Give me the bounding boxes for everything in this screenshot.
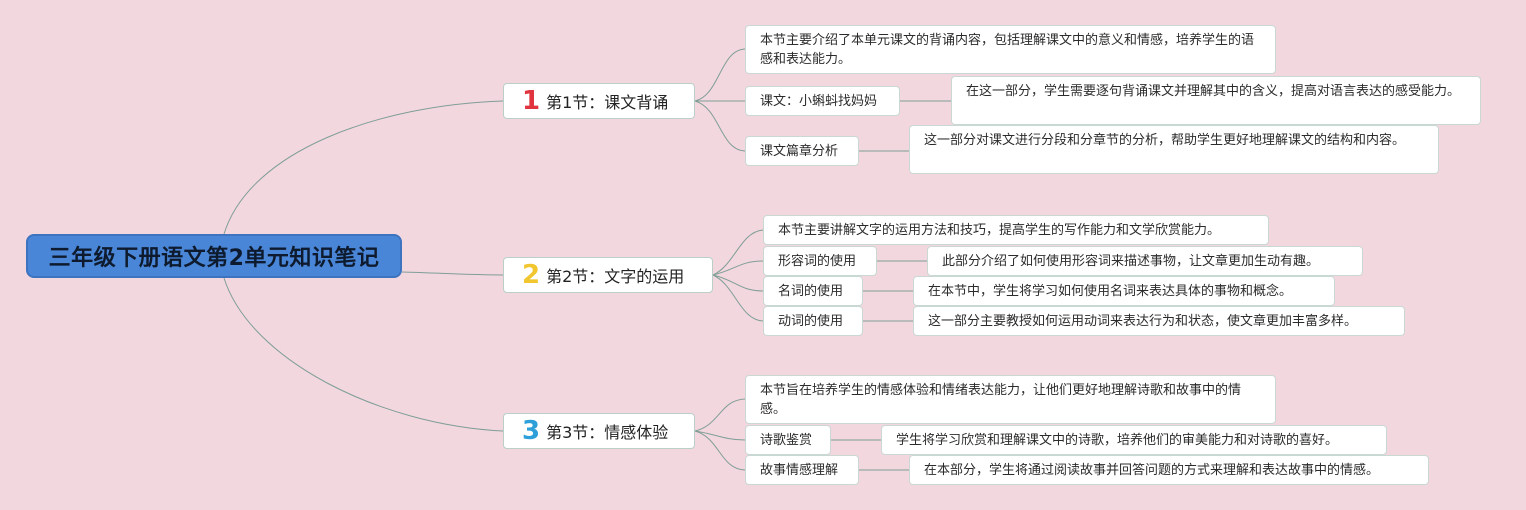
section-2-title: 第2节：文字的运用 bbox=[546, 267, 685, 286]
section-1-item-1-detail[interactable]: 在这一部分，学生需要逐句背诵课文并理解其中的含义，提高对语言表达的感受能力。 bbox=[951, 76, 1481, 125]
link-root-section-1 bbox=[223, 100, 504, 235]
section-3-item-2[interactable]: 故事情感理解 bbox=[745, 455, 859, 485]
link-s3-summary bbox=[694, 398, 746, 432]
section-1-item-1[interactable]: 课文：小蝌蚪找妈妈 bbox=[745, 86, 900, 116]
section-1-item-2-detail-text: 这一部分对课文进行分段和分章节的分析，帮助学生更好地理解课文的结构和内容。 bbox=[924, 133, 1406, 148]
section-number-3-icon: 3 bbox=[522, 416, 541, 446]
link-s1-summary bbox=[694, 48, 746, 102]
section-3-topic[interactable]: 3 第3节：情感体验 bbox=[503, 413, 695, 449]
link-root-section-3 bbox=[223, 277, 504, 432]
section-3-item-2-detail-text: 在本部分，学生将通过阅读故事并回答问题的方式来理解和表达故事中的情感。 bbox=[924, 462, 1380, 478]
section-1-item-2-label: 课文篇章分析 bbox=[760, 143, 839, 159]
section-2-summary-text: 本节主要讲解文字的运用方法和技巧，提高学生的写作能力和文学欣赏能力。 bbox=[778, 222, 1221, 238]
section-2-topic[interactable]: 2 第2节：文字的运用 bbox=[503, 257, 713, 293]
section-2-summary[interactable]: 本节主要讲解文字的运用方法和技巧，提高学生的写作能力和文学欣赏能力。 bbox=[763, 215, 1269, 245]
section-2-item-1-detail[interactable]: 此部分介绍了如何使用形容词来描述事物，让文章更加生动有趣。 bbox=[927, 246, 1363, 276]
section-2-item-2[interactable]: 名词的使用 bbox=[763, 276, 863, 306]
section-2-item-3-label: 动词的使用 bbox=[778, 313, 844, 329]
section-1-title: 第1节：课文背诵 bbox=[546, 93, 669, 112]
section-3-item-2-label: 故事情感理解 bbox=[760, 462, 839, 478]
section-2-item-2-label: 名词的使用 bbox=[778, 283, 844, 299]
link-s2-item3 bbox=[712, 274, 764, 322]
section-1-item-2-detail[interactable]: 这一部分对课文进行分段和分章节的分析，帮助学生更好地理解课文的结构和内容。 bbox=[909, 125, 1439, 174]
section-3-summary[interactable]: 本节旨在培养学生的情感体验和情绪表达能力，让他们更好地理解诗歌和故事中的情感。 bbox=[745, 375, 1276, 424]
section-1-topic[interactable]: 1 第1节：课文背诵 bbox=[503, 83, 695, 119]
link-s3-item1 bbox=[694, 430, 746, 441]
link-root-section-2 bbox=[401, 271, 504, 276]
section-2-item-3-detail[interactable]: 这一部分主要教授如何运用动词来表达行为和状态，使文章更加丰富多样。 bbox=[913, 306, 1405, 336]
link-s1-item2 bbox=[694, 100, 746, 152]
section-1-summary[interactable]: 本节主要介绍了本单元课文的背诵内容，包括理解课文中的意义和情感，培养学生的语感和… bbox=[745, 25, 1276, 74]
section-3-item-1-detail-text: 学生将学习欣赏和理解课文中的诗歌，培养他们的审美能力和对诗歌的喜好。 bbox=[896, 432, 1339, 448]
section-2-item-1-label: 形容词的使用 bbox=[778, 253, 857, 269]
section-3-summary-text: 本节旨在培养学生的情感体验和情绪表达能力，让他们更好地理解诗歌和故事中的情感。 bbox=[760, 383, 1242, 417]
section-2-item-1[interactable]: 形容词的使用 bbox=[763, 246, 877, 276]
section-1-item-1-detail-text: 在这一部分，学生需要逐句背诵课文并理解其中的含义，提高对语言表达的感受能力。 bbox=[966, 84, 1461, 99]
section-1-item-2[interactable]: 课文篇章分析 bbox=[745, 136, 859, 166]
section-2-item-3-detail-text: 这一部分主要教授如何运用动词来表达行为和状态，使文章更加丰富多样。 bbox=[928, 313, 1358, 329]
section-3-item-1-detail[interactable]: 学生将学习欣赏和理解课文中的诗歌，培养他们的审美能力和对诗歌的喜好。 bbox=[881, 425, 1387, 455]
section-3-item-2-detail[interactable]: 在本部分，学生将通过阅读故事并回答问题的方式来理解和表达故事中的情感。 bbox=[909, 455, 1429, 485]
section-1-item-1-label: 课文：小蝌蚪找妈妈 bbox=[760, 93, 878, 109]
section-3-item-1-label: 诗歌鉴赏 bbox=[760, 432, 813, 448]
root-topic[interactable]: 三年级下册语文第2单元知识笔记 bbox=[26, 234, 402, 278]
section-1-summary-text: 本节主要介绍了本单元课文的背诵内容，包括理解课文中的意义和情感，培养学生的语感和… bbox=[760, 33, 1255, 67]
section-2-item-2-detail-text: 在本节中，学生将学习如何使用名词来表达具体的事物和概念。 bbox=[928, 283, 1293, 299]
section-3-title: 第3节：情感体验 bbox=[546, 423, 669, 442]
link-s2-summary bbox=[712, 229, 764, 276]
link-s3-item2 bbox=[694, 430, 746, 471]
section-number-2-icon: 2 bbox=[522, 260, 541, 290]
root-title: 三年级下册语文第2单元知识笔记 bbox=[48, 246, 380, 271]
section-number-1-icon: 1 bbox=[522, 86, 541, 116]
link-s2-item1 bbox=[712, 260, 764, 276]
section-2-item-2-detail[interactable]: 在本节中，学生将学习如何使用名词来表达具体的事物和概念。 bbox=[913, 276, 1335, 306]
section-2-item-1-detail-text: 此部分介绍了如何使用形容词来描述事物，让文章更加生动有趣。 bbox=[942, 253, 1320, 269]
section-3-item-1[interactable]: 诗歌鉴赏 bbox=[745, 425, 831, 455]
section-2-item-3[interactable]: 动词的使用 bbox=[763, 306, 863, 336]
link-s2-item2 bbox=[712, 274, 764, 292]
